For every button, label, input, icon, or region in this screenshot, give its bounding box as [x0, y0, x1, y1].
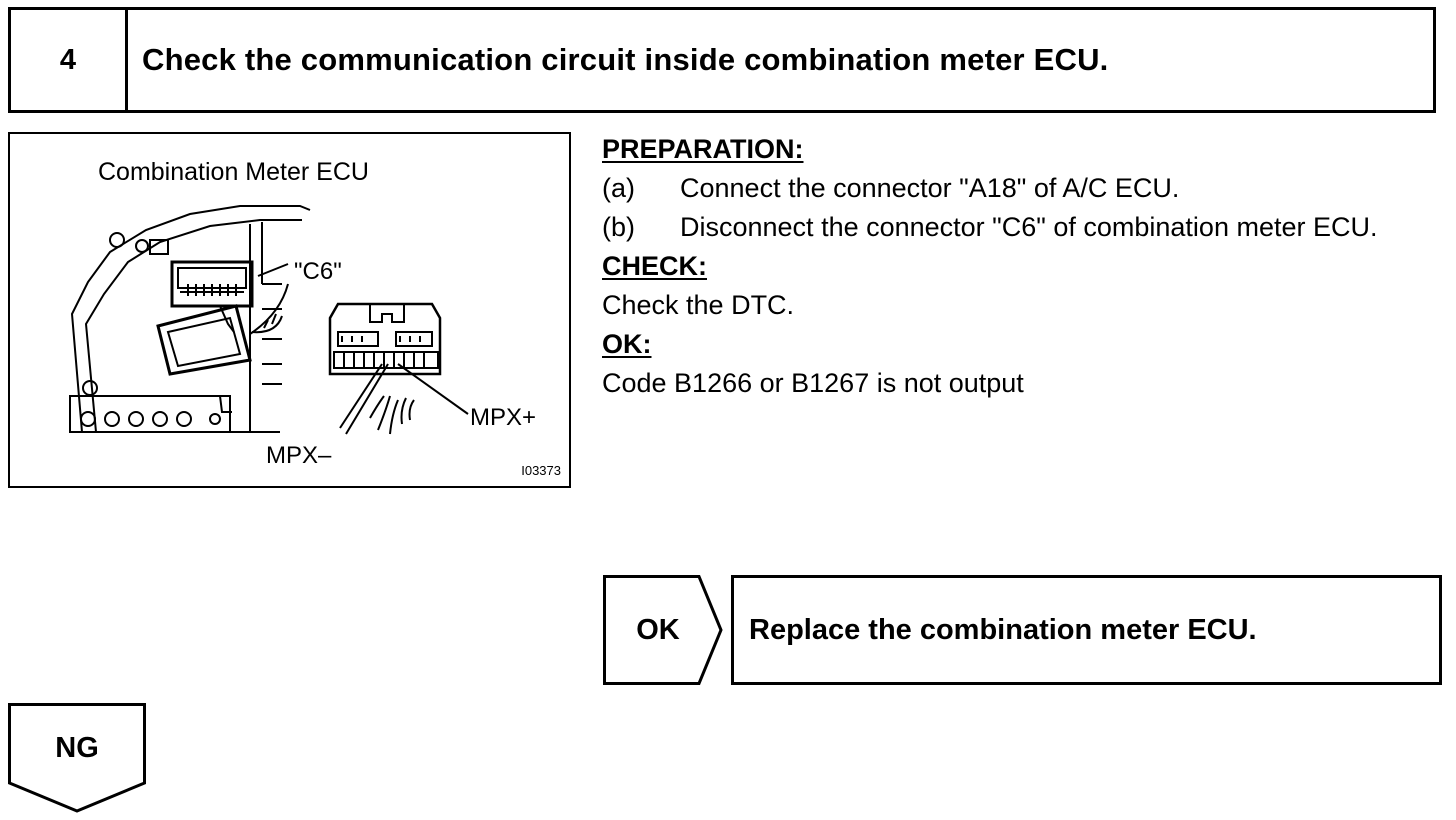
connector-illustration: Combination Meter ECU "C6" MPX+ MPX– I03…	[8, 132, 571, 488]
step-header: 4 Check the communication circuit inside…	[8, 7, 1436, 113]
preparation-heading: PREPARATION:	[602, 134, 804, 164]
ok-heading: OK:	[602, 329, 652, 359]
check-text: Check the DTC.	[602, 290, 795, 320]
ng-tag-label: NG	[55, 731, 99, 764]
mpx-plus-label: MPX+	[470, 404, 537, 431]
check-heading: CHECK:	[602, 251, 707, 281]
ok-criteria-text: Code B1266 or B1267 is not output	[602, 368, 1024, 398]
ok-action: Replace the combination meter ECU.	[731, 575, 1442, 685]
item-text: Connect the connector "A18" of A/C ECU.	[680, 173, 1180, 203]
connector-c6-label: "C6"	[294, 258, 342, 285]
list-item: (b) Disconnect the connector "C6" of com…	[602, 208, 1442, 247]
step-title: Check the communication circuit inside c…	[142, 42, 1109, 77]
mpx-minus-label: MPX–	[266, 442, 332, 469]
item-mark: (a)	[602, 173, 635, 203]
meter-ecu-drawing	[69, 205, 469, 435]
ng-result-tag: NG	[8, 703, 146, 813]
item-mark: (b)	[602, 212, 635, 242]
list-item: (a) Connect the connector "A18" of A/C E…	[602, 169, 1442, 208]
ng-arrow-shape	[8, 703, 146, 813]
ok-arrow-shape	[603, 575, 723, 685]
figure-code: I03373	[521, 463, 561, 478]
item-text: Disconnect the connector "C6" of combina…	[680, 212, 1378, 242]
instructions: PREPARATION: (a) Connect the connector "…	[602, 130, 1442, 403]
step-number: 4	[11, 10, 128, 110]
figure-title: Combination Meter ECU	[98, 158, 369, 186]
ok-tag-label: OK	[636, 613, 680, 646]
ok-result-tag: OK	[603, 575, 723, 685]
